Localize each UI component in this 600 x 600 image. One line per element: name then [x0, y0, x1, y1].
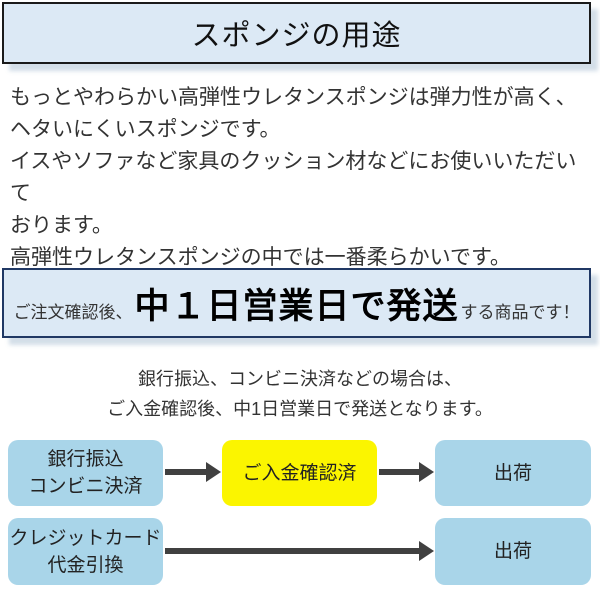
description-line: ヘタいにくいスポンジです。	[10, 118, 281, 141]
product-description: もっとやわらかい高弾性ウレタンスポンジは弾力性が高く、 ヘタいにくいスポンジです…	[10, 82, 594, 274]
flow-arrow	[165, 541, 434, 561]
flow-box-shipping-row1: 出荷	[435, 440, 591, 506]
description-line: もっとやわらかい高弾性ウレタンスポンジは弾力性が高く、	[10, 86, 577, 109]
shipping-notice-text: ご注文確認後、 中１日営業日で発送 する商品です！	[13, 278, 579, 329]
flow-box-label-line: 出荷	[493, 541, 532, 562]
payment-note: 銀行振込、コンビニ決済などの場合は、 ご入金確認後、中1日営業日で発送となります…	[0, 364, 600, 424]
notice-highlight: 中１日営業日で発送	[134, 286, 459, 326]
description-line: 高弾性ウレタンスポンジの中では一番柔らかいです。	[10, 246, 511, 269]
flow-box-label-line: 出荷	[493, 462, 532, 484]
notice-prefix: ご注文確認後、	[13, 302, 133, 322]
flow-box-label-line: クレジットカード	[9, 527, 162, 549]
flow-box-label-line: コンビニ決済	[28, 476, 143, 497]
flow-box-credit-card: クレジットカード 代金引換	[8, 518, 163, 585]
flow-box-bank-transfer: 銀行振込 コンビニ決済	[8, 440, 163, 506]
payment-note-line: ご入金確認後、中1日営業日で発送となります。	[107, 399, 493, 419]
flow-box-shipping-row2: 出荷	[435, 518, 591, 585]
description-line: おります。	[10, 214, 113, 237]
flow-box-label-line: ご入金確認済	[242, 462, 357, 484]
flow-box-label-line: 銀行振込	[47, 449, 124, 470]
shipping-notice-panel: ご注文確認後、 中１日営業日で発送 する商品です！	[2, 268, 591, 338]
arrow-head-icon	[419, 462, 434, 482]
arrow-shaft	[165, 469, 208, 475]
flow-arrow	[379, 462, 434, 482]
flow-box-label-line: 代金引換	[47, 554, 124, 576]
arrow-shaft	[165, 548, 421, 554]
arrow-head-icon	[419, 541, 434, 561]
flow-box-payment-confirmed: ご入金確認済	[222, 440, 377, 506]
arrow-head-icon	[206, 462, 221, 482]
flow-arrow	[165, 462, 221, 482]
payment-note-line: 銀行振込、コンビニ決済などの場合は、	[138, 369, 462, 389]
page-title: スポンジの用途	[191, 20, 402, 52]
arrow-shaft	[379, 469, 421, 475]
section-title-panel: スポンジの用途	[2, 2, 591, 64]
notice-suffix: する商品です！	[460, 302, 580, 322]
description-line: イスやソファなど家具のクッション材などにお使いいただいて	[10, 150, 577, 205]
